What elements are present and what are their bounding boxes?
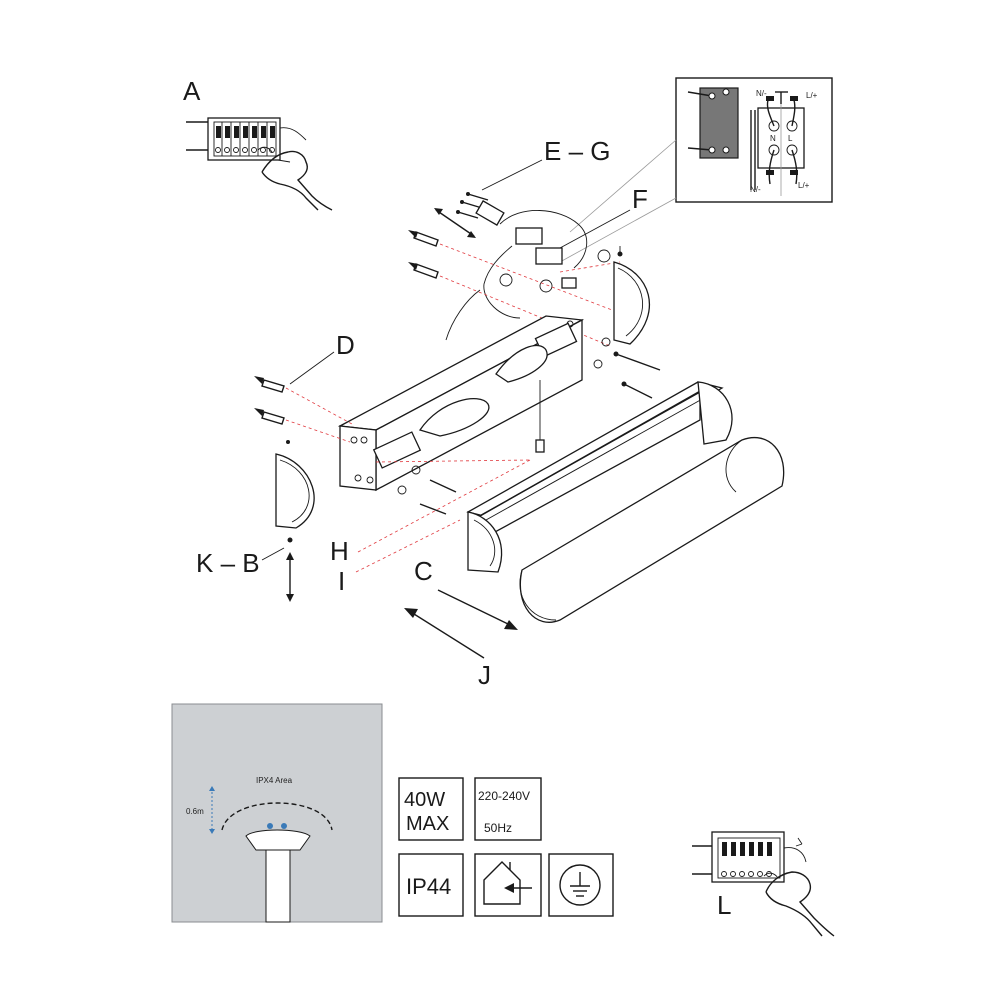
screw-icon (456, 192, 489, 219)
spec-power: 40W (404, 789, 445, 811)
label-k-b: K – B (196, 548, 260, 578)
leader-f (559, 209, 631, 249)
wall-plug-icon (254, 376, 285, 425)
zone-height-label: 0.6m (186, 807, 204, 816)
wire-n-top-label: N/- (756, 89, 767, 98)
label-c: C (414, 556, 433, 586)
diffuser-tray (466, 381, 733, 573)
label-e-g: E – G (544, 136, 610, 166)
lamp-body (337, 315, 585, 492)
leader-k-b (261, 547, 285, 561)
arrow-c-icon (437, 589, 518, 630)
junction-box (434, 192, 611, 341)
wire-l-bottom-label: L/+ (798, 181, 810, 190)
wiring-detail-inset: N L N/- L/+ N/- L/+ (675, 77, 833, 203)
arrow-j-icon (404, 608, 485, 659)
earth-ground-icon (548, 853, 614, 917)
hand-icon (257, 146, 333, 211)
spec-power-box: 40W MAX (398, 777, 464, 841)
spec-power-sub: MAX (406, 813, 449, 835)
inset-leader-top (569, 139, 677, 233)
terminal-n-label: N (770, 134, 776, 143)
screw-icon (687, 88, 730, 154)
inset-leader-bottom (559, 197, 677, 263)
spec-ip-rating: IP44 (406, 874, 451, 899)
bulb-icon (418, 344, 548, 437)
wall-plug-icon (408, 230, 439, 279)
end-cap-left (275, 440, 315, 543)
spec-frequency: 50Hz (484, 821, 512, 835)
double-arrow-icon (286, 552, 294, 602)
screw-icon (593, 337, 661, 399)
end-cap-right (613, 246, 651, 345)
wire-l-top-label: L/+ (806, 91, 818, 100)
hand-icon (763, 871, 835, 937)
terminal-l-label: L (788, 134, 793, 143)
screw-icon (397, 465, 457, 515)
glass-shade (519, 437, 785, 623)
terminal-block-a (186, 117, 307, 161)
double-arrow-icon (434, 208, 476, 238)
indoor-use-icon (474, 853, 542, 917)
leader-d (289, 351, 335, 385)
label-a: A (183, 76, 201, 106)
label-l: L (717, 890, 731, 920)
label-j: J (478, 660, 491, 690)
label-h: H (330, 536, 349, 566)
bathroom-zone-panel: 0.6m IPX4 Area (171, 703, 383, 923)
spec-voltage-box: 220-240V 50Hz (474, 777, 542, 841)
wire-n-bottom-label: N/- (750, 185, 761, 194)
spec-ip-box: IP44 (398, 853, 464, 917)
terminal-block-l (692, 831, 807, 883)
label-i: I (338, 566, 345, 596)
label-d: D (336, 330, 355, 360)
leader-e-g (481, 159, 543, 191)
label-f: F (632, 184, 648, 214)
zone-area-label: IPX4 Area (256, 776, 293, 785)
spec-voltage: 220-240V (478, 789, 530, 803)
